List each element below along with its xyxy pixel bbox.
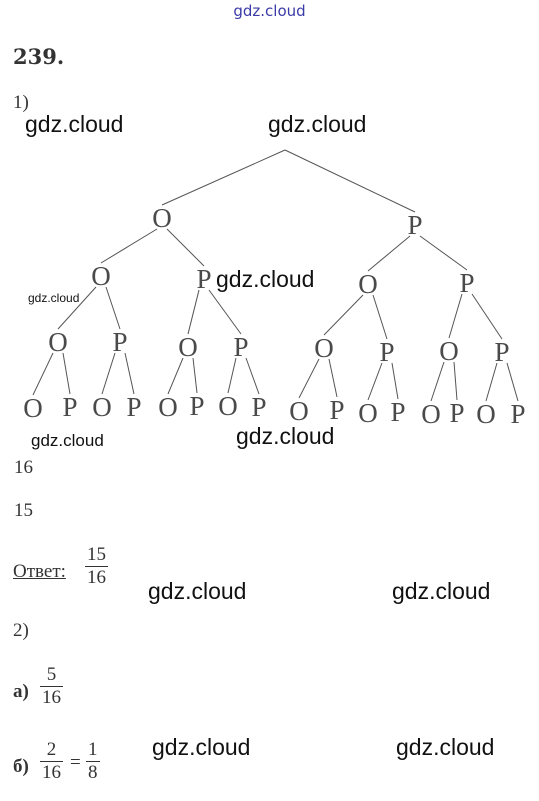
tree-node-label: O: [476, 399, 496, 429]
tree-edge: [62, 352, 71, 395]
watermark: gdz.cloud: [236, 423, 335, 449]
tree-edge: [419, 235, 468, 271]
tree-edge: [448, 293, 463, 339]
watermark: gdz.cloud: [148, 578, 247, 604]
tree-edge: [32, 352, 54, 396]
equals-sign: =: [70, 752, 81, 773]
watermark: gdz.cloud: [216, 266, 315, 292]
watermark: gdz.cloud: [152, 734, 251, 760]
tree-node-label: P: [196, 264, 211, 294]
part-b-fraction-2: 1 8: [86, 739, 100, 784]
site-header-link[interactable]: gdz.cloud: [233, 2, 306, 20]
tree-node-label: P: [390, 397, 405, 427]
part-b-label: б): [13, 756, 29, 777]
part-b-denominator-1: 16: [40, 761, 63, 783]
tree-edge: [208, 289, 242, 335]
problem-number: 239.: [13, 44, 65, 69]
tree-node-label: P: [407, 210, 422, 240]
answer-label: Ответ:: [13, 561, 66, 582]
tree-node-label: O: [152, 203, 172, 233]
tree-edge: [430, 361, 445, 402]
answer-denominator: 16: [85, 566, 108, 588]
tree-edge: [124, 352, 135, 395]
answer-numerator: 15: [87, 544, 106, 565]
tree-node-label: P: [379, 337, 394, 367]
part-a-denominator: 16: [40, 686, 63, 708]
part-a-fraction: 5 16: [40, 664, 63, 709]
tree-node-label: P: [449, 398, 464, 428]
part-b-fraction-1: 2 16: [40, 739, 63, 784]
tree-node-label: P: [510, 399, 525, 429]
watermark: gdz.cloud: [31, 431, 104, 450]
tree-edge: [192, 357, 198, 394]
watermark: gdz.cloud: [28, 291, 80, 305]
tree-node-label: O: [48, 327, 68, 357]
tree-node-label: P: [62, 392, 77, 422]
part-2-label: 2): [13, 620, 29, 641]
tree-node-label: O: [218, 391, 238, 421]
tree-node-label: P: [329, 395, 344, 425]
tree-edge: [298, 358, 320, 399]
watermark: gdz.cloud: [392, 578, 491, 604]
tree-edge: [187, 289, 200, 335]
tree-edge: [57, 286, 97, 330]
tree-edge: [328, 358, 338, 398]
part-b-numerator-2: 1: [88, 739, 98, 760]
tree-node-label: P: [494, 337, 509, 367]
tree-node-label: P: [112, 327, 127, 357]
tree-node-label: O: [421, 399, 441, 429]
tree-node-label: P: [251, 392, 266, 422]
tree-node-label: O: [289, 396, 309, 426]
tree-edge: [167, 357, 184, 395]
favorable-outcomes: 15: [14, 500, 33, 521]
tree-edge: [506, 362, 519, 402]
part-a-numerator: 5: [46, 664, 57, 685]
tree-node-label: P: [189, 391, 204, 421]
tree-node-label: O: [158, 392, 178, 422]
tree-edge: [367, 362, 383, 401]
tree-edge: [453, 361, 458, 401]
answer-fraction: 15 16: [85, 544, 108, 589]
tree-edge: [105, 286, 121, 330]
tree-node-label: P: [459, 268, 474, 298]
tree-edge: [166, 228, 205, 267]
part-b-denominator-2: 8: [86, 761, 100, 783]
tree-edge: [227, 357, 237, 394]
tree-node-label: O: [92, 392, 112, 422]
part-a-label: а): [13, 681, 29, 702]
watermark: gdz.cloud: [25, 111, 124, 137]
tree-edge: [391, 362, 399, 400]
tree-edge: [323, 294, 364, 336]
tree-node-label: P: [126, 392, 141, 422]
tree-edge: [471, 293, 503, 340]
tree-node-label: O: [23, 393, 43, 423]
tree-edge: [485, 362, 498, 402]
part-b-numerator-1: 2: [46, 739, 57, 760]
watermark: gdz.cloud: [268, 111, 367, 137]
tree-edge: [245, 357, 260, 395]
tree-edge: [284, 149, 416, 213]
watermark: gdz.cloud: [396, 734, 495, 760]
tree-node-label: O: [439, 336, 459, 366]
tree-edge: [100, 228, 158, 264]
tree-node-label: O: [358, 398, 378, 428]
tree-edge: [372, 294, 388, 340]
tree-edge: [367, 235, 411, 272]
tree-node-label: O: [178, 332, 198, 362]
part-1-label: 1): [13, 92, 29, 113]
tree-node-label: O: [358, 269, 378, 299]
tree-node-label: O: [91, 261, 111, 291]
tree-edge: [161, 149, 286, 206]
total-outcomes: 16: [14, 457, 33, 478]
tree-node-label: P: [233, 332, 248, 362]
tree-node-label: O: [314, 333, 334, 363]
tree-edge: [101, 352, 116, 395]
